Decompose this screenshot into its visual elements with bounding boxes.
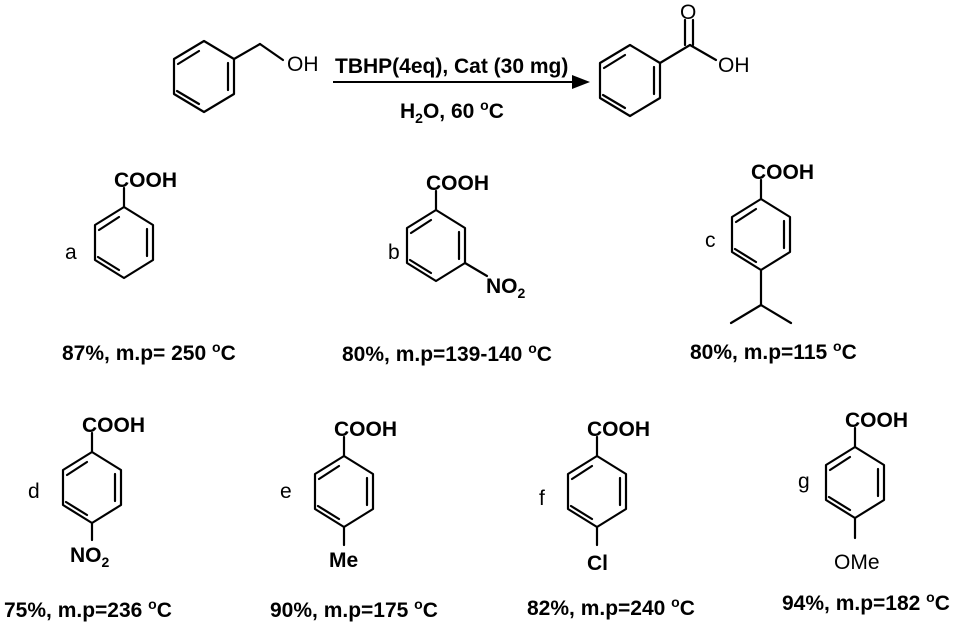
compound-a-cooh: COOH — [114, 169, 177, 192]
reagents-label: TBHP(4eq), Cat (30 mg) — [335, 55, 568, 78]
compound-d: COOH NO2 d 75%, m.p=236 oC — [4, 414, 172, 622]
compound-e-substituent: Me — [329, 549, 358, 572]
product-o-label: O — [680, 1, 696, 24]
compound-b-cooh: COOH — [426, 172, 489, 195]
compound-g-substituent: OMe — [834, 551, 880, 574]
compound-a: COOH a 87%, m.p= 250 oC — [62, 169, 236, 365]
product-oh-label: OH — [718, 54, 750, 77]
compound-b-letter: b — [388, 241, 400, 264]
compound-g-yield: 94%, m.p=182 oC — [782, 589, 950, 615]
compound-e: COOH Me e 90%, m.p=175 oC — [270, 418, 438, 622]
compound-g: COOH OMe g 94%, m.p=182 oC — [782, 409, 950, 615]
reactant-benzyl-alcohol: OH — [172, 39, 319, 114]
compound-g-cooh: COOH — [845, 409, 908, 432]
compound-f: COOH Cl f 82%, m.p=240 oC — [527, 418, 695, 620]
product-benzoic-acid: O OH — [598, 1, 750, 118]
conditions-label: H2O, 60 oC — [400, 97, 504, 126]
compound-d-cooh: COOH — [82, 414, 145, 437]
compound-d-letter: d — [28, 480, 40, 503]
compound-c-cooh: COOH — [751, 161, 814, 184]
compound-f-cooh: COOH — [587, 418, 650, 441]
reaction-arrow — [333, 75, 590, 89]
compound-c: COOH c 80%, m.p=115 oC — [690, 161, 857, 364]
compound-b-substituent: NO2 — [486, 275, 526, 301]
compound-a-yield: 87%, m.p= 250 oC — [62, 339, 236, 365]
compound-c-yield: 80%, m.p=115 oC — [690, 338, 857, 364]
compound-a-letter: a — [65, 241, 77, 264]
compound-e-yield: 90%, m.p=175 oC — [270, 596, 438, 622]
compound-d-substituent: NO2 — [70, 544, 110, 570]
compound-b-yield: 80%, m.p=139-140 oC — [342, 340, 552, 366]
compound-b: COOH NO2 b 80%, m.p=139-140 oC — [342, 172, 552, 366]
compound-f-substituent: Cl — [587, 552, 608, 575]
compound-e-cooh: COOH — [334, 418, 397, 441]
compound-g-letter: g — [798, 470, 810, 493]
compound-f-letter: f — [539, 487, 545, 510]
reactant-oh-label: OH — [287, 53, 319, 76]
compound-c-letter: c — [705, 229, 716, 252]
compound-e-letter: e — [280, 480, 292, 503]
compound-f-yield: 82%, m.p=240 oC — [527, 594, 695, 620]
compound-d-yield: 75%, m.p=236 oC — [4, 596, 172, 622]
